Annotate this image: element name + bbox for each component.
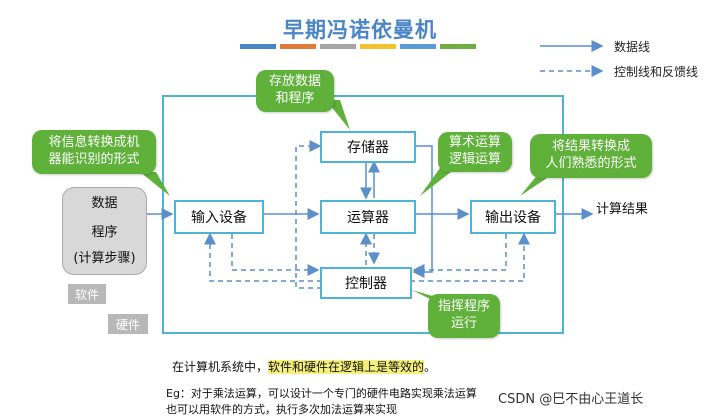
input-device-label: 输入设备 — [191, 210, 247, 226]
memory-to-controller-line — [412, 145, 433, 278]
controller-to-output-control — [410, 232, 530, 282]
hardware-tag: 硬件 — [108, 314, 148, 334]
bubble-arith-pointer — [420, 168, 456, 196]
output-to-controller-feedback — [412, 234, 507, 276]
program-program-label: 程序 — [91, 225, 118, 240]
title-bar-segment-orange — [280, 44, 316, 49]
bubble-command-program: 指挥程序 运行 — [428, 294, 500, 338]
controller-box: 控制器 — [320, 267, 412, 299]
input-to-controller-feedback — [231, 234, 320, 276]
program-input-box: 数据 程序 (计算步骤) — [62, 187, 147, 275]
diagram-title: 早期冯诺依曼机 — [283, 18, 437, 42]
title-bar-segment-blue — [240, 44, 276, 49]
controller-label: 控制器 — [345, 276, 387, 292]
title-bar-segment-gray — [320, 44, 356, 49]
equivalence-note-suffix: 。 — [424, 360, 437, 374]
program-steps-label: (计算步骤) — [73, 251, 136, 266]
bubble-convert-to-human: 将结果转换成 人们熟悉的形式 — [530, 134, 652, 178]
legend-lines — [540, 40, 604, 77]
controller-to-input-control — [204, 232, 322, 282]
input-device-box: 输入设备 — [174, 200, 264, 234]
bubble-arith-logic: 算术运算 逻辑运算 — [438, 132, 512, 172]
legend-data-line-label: 数据线 — [614, 40, 651, 54]
example-line-1: Eg：对于乘法运算，可以设计一个专门的硬件电路实现乘法运算 — [166, 387, 477, 400]
memory-box: 存储器 — [320, 131, 416, 163]
title-bar-segment-lightblue — [400, 44, 436, 49]
equivalence-note-highlight: 软件和硬件在逻辑上是等效的 — [268, 360, 425, 374]
memory-label: 存储器 — [347, 140, 389, 156]
title-bar-segment-green — [440, 44, 476, 49]
bubble-convert-to-machine: 将信息转换成机 器能识别的形式 — [32, 130, 156, 174]
bubble-store-data-program: 存放数据 和程序 — [256, 70, 334, 112]
legend-control-line-label: 控制线和反馈线 — [614, 65, 699, 79]
bubble-convert-out-pointer — [520, 172, 556, 196]
example-line-2: 也可以用软件的方式，执行多次加法运算来实现 — [166, 403, 397, 416]
result-label: 计算结果 — [596, 202, 649, 217]
program-data-label: 数据 — [91, 196, 118, 211]
alu-label: 运算器 — [347, 210, 389, 226]
output-device-box: 输出设备 — [470, 200, 556, 234]
output-device-label: 输出设备 — [485, 210, 541, 226]
equivalence-note: 在计算机系统中，软件和硬件在逻辑上是等效的。 — [172, 358, 436, 375]
alu-box: 运算器 — [320, 200, 416, 234]
csdn-watermark: CSDN @巳不由心王道长 — [498, 392, 644, 407]
bubble-convert-in-pointer — [140, 172, 170, 196]
controller-to-memory-control — [295, 140, 322, 289]
software-tag: 软件 — [68, 284, 106, 304]
equivalence-note-prefix: 在计算机系统中， — [172, 360, 269, 374]
title-bar-segment-yellow — [360, 44, 396, 49]
title-color-bar — [240, 44, 476, 49]
